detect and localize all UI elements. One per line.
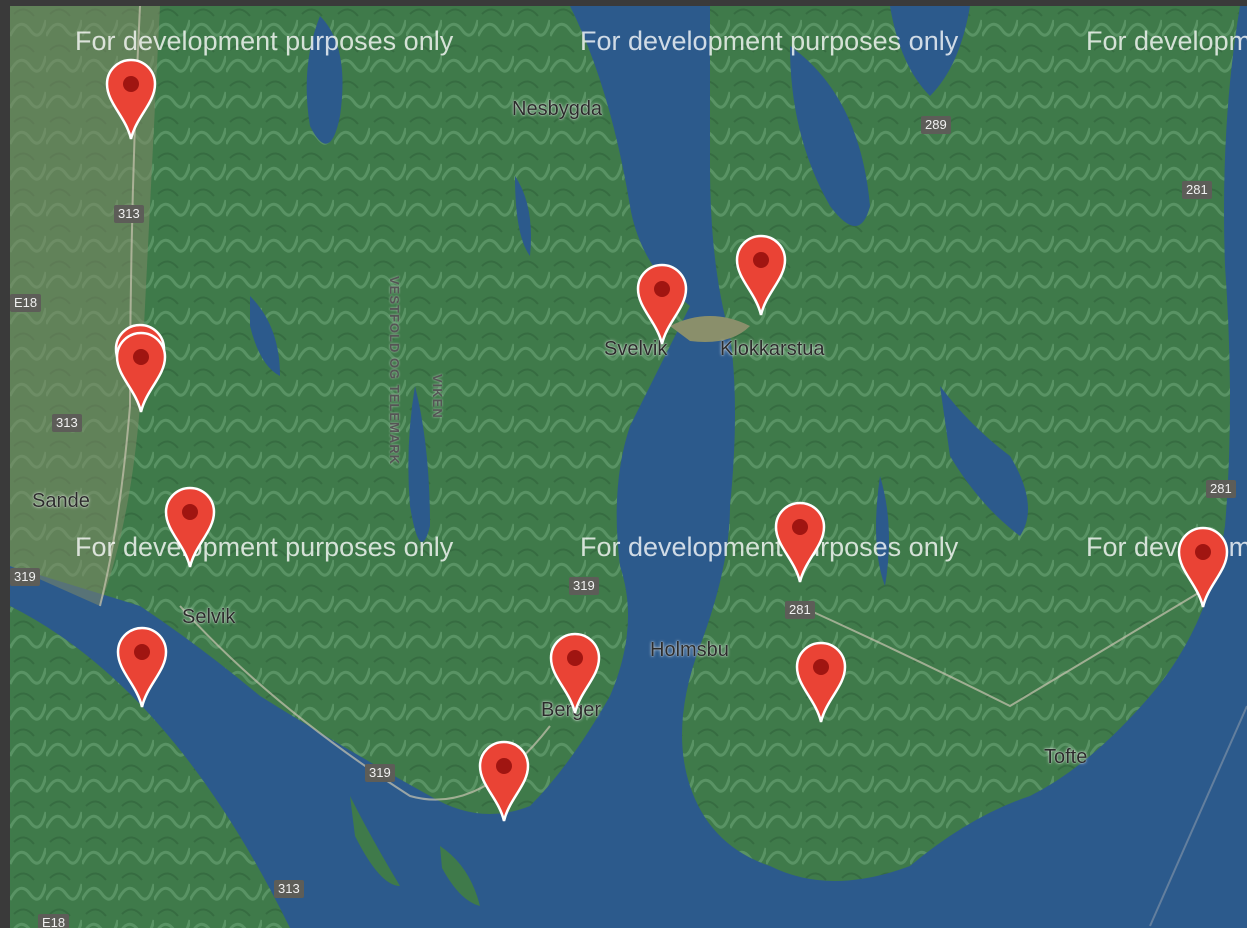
map-pin-icon	[478, 740, 530, 822]
marker-11[interactable]	[794, 640, 848, 724]
place-label-berger: Berger	[541, 699, 602, 721]
marker-1[interactable]	[104, 57, 158, 141]
road-shield-289: 289	[921, 116, 951, 134]
road-shield-e18: E18	[10, 294, 42, 312]
map-pin-icon	[795, 641, 847, 723]
place-label-nesbygda: Nesbygda	[512, 98, 603, 120]
road-shield-313: 313	[114, 205, 144, 223]
dev-watermark: For development purposes only	[580, 532, 959, 562]
marker-10[interactable]	[773, 500, 827, 584]
dev-watermark: For development purposes only	[75, 532, 454, 562]
marker-4[interactable]	[163, 485, 217, 569]
place-label-tofte: Tofte	[1044, 746, 1088, 768]
region-label-vestfold: VESTFOLD OG TELEMARK	[387, 276, 402, 465]
road-shield-319: 319	[569, 577, 599, 595]
dev-watermark: For development purposes only	[580, 26, 959, 56]
map-pin-icon	[774, 501, 826, 583]
place-label-klokkarstua: Klokkarstua	[720, 338, 825, 360]
map-pin-icon	[115, 331, 167, 413]
map-pin-icon	[549, 632, 601, 714]
marker-9[interactable]	[734, 233, 788, 317]
road-shield-313: 313	[274, 880, 304, 898]
place-label-svelvik: Svelvik	[604, 338, 668, 360]
road-shield-e18: E18	[38, 914, 70, 928]
marker-7[interactable]	[477, 739, 531, 823]
place-label-holmsbu: Holmsbu	[650, 639, 729, 661]
road-shield-319: 319	[10, 568, 40, 586]
road-shield-281: 281	[1182, 181, 1212, 199]
dev-watermark: For development purposes only	[75, 26, 454, 56]
road-shield-281: 281	[785, 601, 815, 619]
dev-watermark: For development purposes only	[1086, 26, 1247, 56]
region-label-viken: VIKEN	[430, 374, 445, 419]
place-label-sande: Sande	[32, 490, 90, 512]
road-shield-313: 313	[52, 414, 82, 432]
marker-6[interactable]	[548, 631, 602, 715]
map-pin-icon	[164, 486, 216, 568]
map-pin-icon	[735, 234, 787, 316]
map-pin-icon	[636, 263, 688, 345]
marker-8[interactable]	[635, 262, 689, 346]
marker-12[interactable]	[1176, 525, 1230, 609]
place-label-selvik: Selvik	[182, 606, 236, 628]
road-shield-319: 319	[365, 764, 395, 782]
map-pin-icon	[1177, 526, 1229, 608]
terrain-layer	[10, 6, 1247, 928]
map-canvas[interactable]: For development purposes only For develo…	[10, 6, 1247, 928]
marker-5[interactable]	[115, 625, 169, 709]
marker-3[interactable]	[114, 330, 168, 414]
map-pin-icon	[105, 58, 157, 140]
map-pin-icon	[116, 626, 168, 708]
road-shield-281: 281	[1206, 480, 1236, 498]
